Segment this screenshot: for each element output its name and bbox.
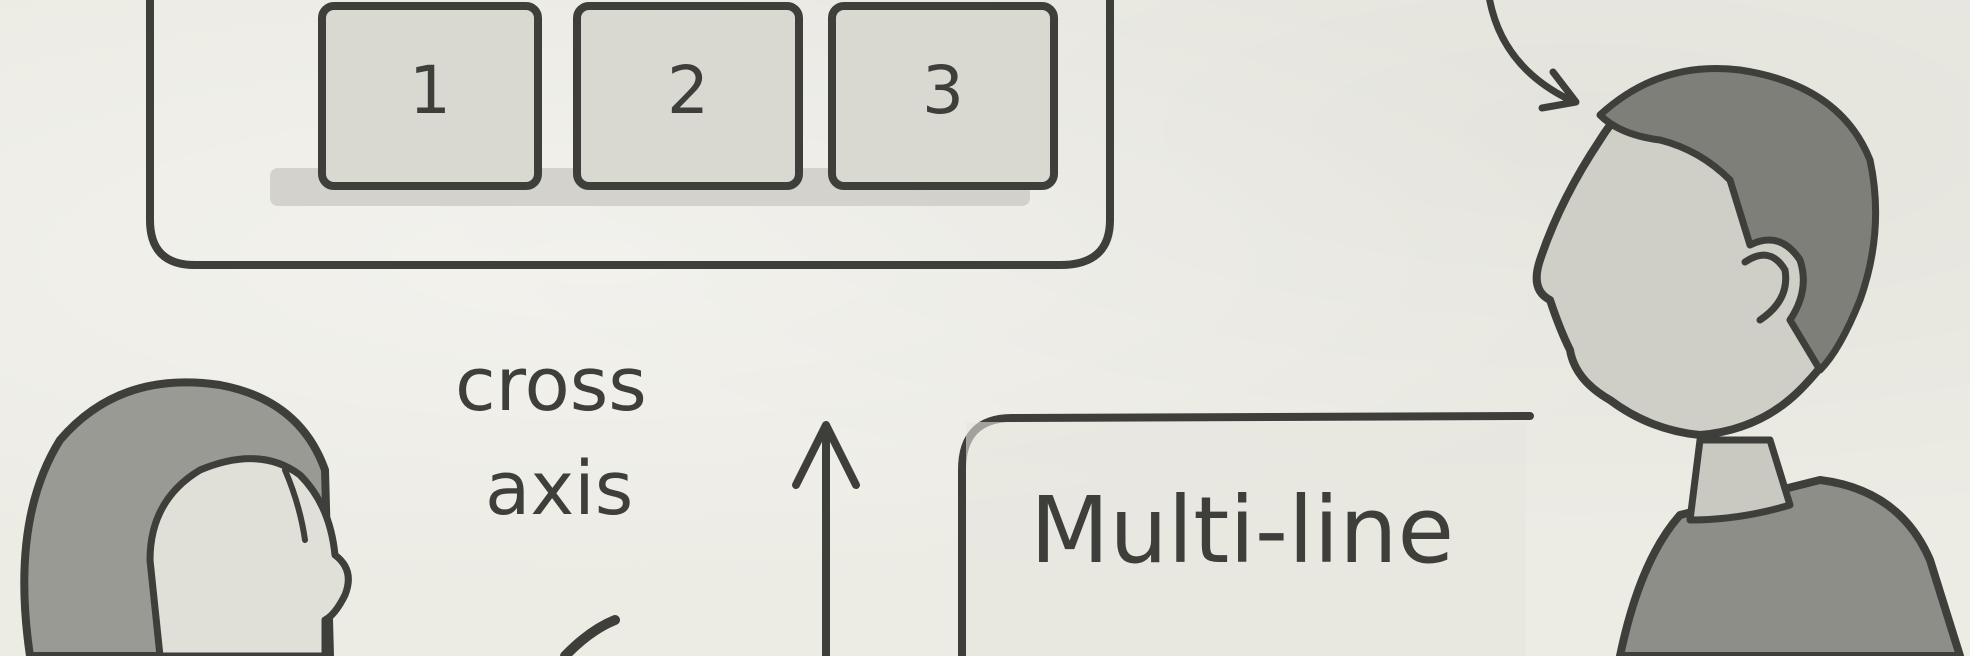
person-left-illustration: [20, 378, 352, 656]
flex-item-3-box: [828, 2, 1058, 190]
cross-axis-label-line1: cross: [455, 342, 647, 428]
flex-item-3-number: 3: [922, 52, 964, 129]
pointer-stroke: [560, 615, 620, 656]
curved-arrow-head: [1538, 68, 1580, 112]
flex-item-1-number: 1: [409, 52, 451, 129]
flex-item-2-number: 2: [667, 52, 709, 129]
curved-arrow: [1486, 0, 1574, 104]
person-right-illustration: [1532, 64, 1964, 656]
multi-line-panel-fill: [966, 422, 1526, 656]
flex-item-1-box: [318, 2, 542, 190]
cross-axis-arrow-head: [792, 421, 860, 489]
flex-item-2-box: [573, 2, 803, 190]
flex-container-frame: [146, 0, 1114, 269]
cross-axis-label-line2: axis: [485, 446, 634, 532]
multi-line-panel-title: Multi-line: [1030, 477, 1455, 584]
